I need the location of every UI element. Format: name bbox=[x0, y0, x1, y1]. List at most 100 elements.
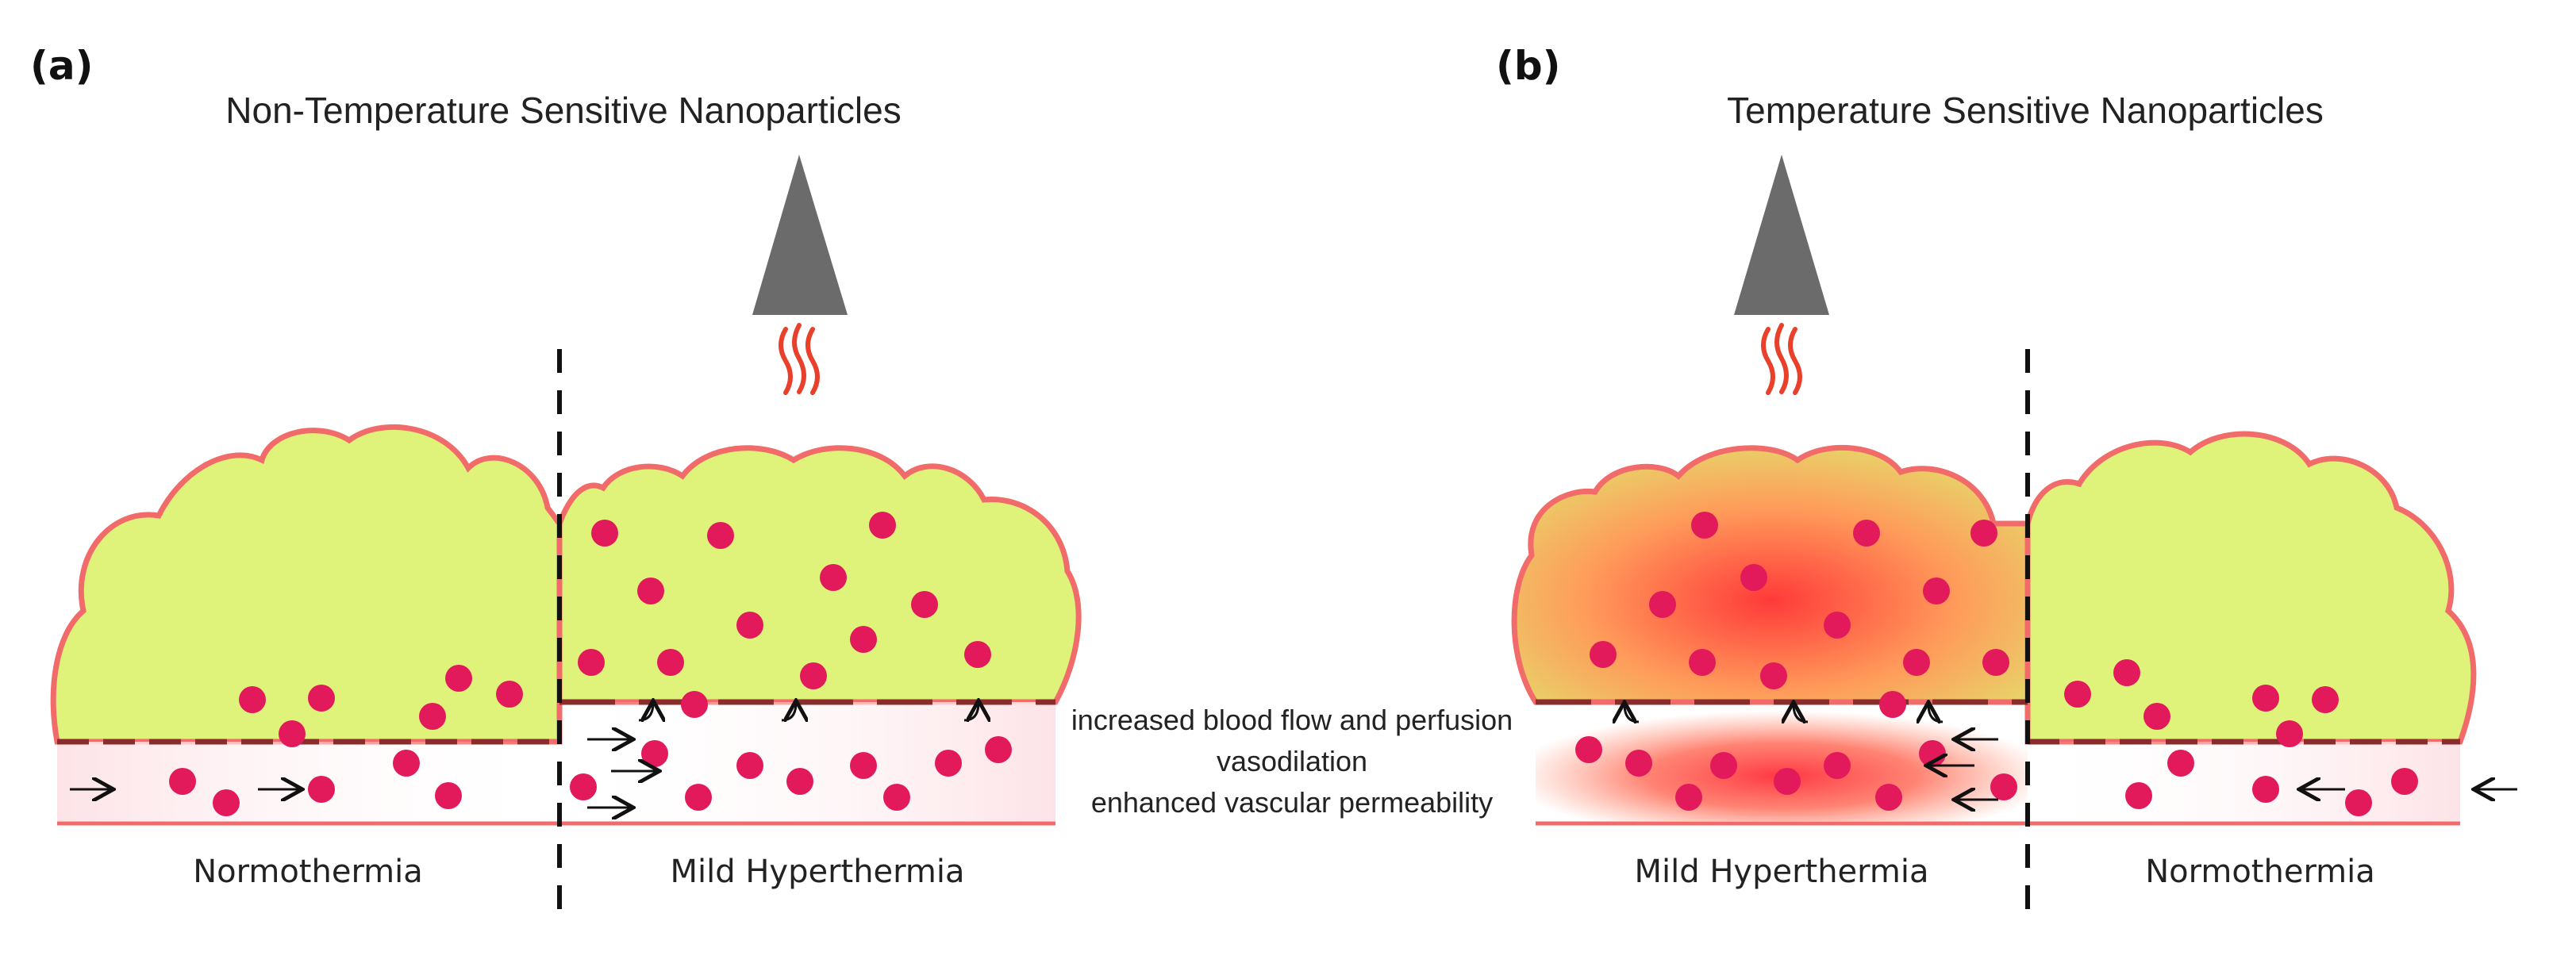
nanoparticle-icon bbox=[883, 784, 910, 811]
heat-glow-b bbox=[1536, 702, 2028, 821]
nanoparticle-icon bbox=[445, 665, 472, 692]
flow-arrow-icon bbox=[781, 703, 796, 720]
caption-permeability: enhanced vascular permeability bbox=[1091, 786, 1493, 819]
nanoparticles-b bbox=[1575, 512, 2418, 816]
caption-blood-flow: increased blood flow and perfusion bbox=[1071, 704, 1513, 736]
panel-a: (a) Non-Temperature Sensitive Nanopartic… bbox=[30, 43, 1082, 912]
nanoparticle-icon bbox=[213, 789, 240, 816]
nanoparticle-icon bbox=[869, 512, 896, 539]
panel-b-label: (b) bbox=[1496, 43, 1561, 89]
nanoparticle-icon bbox=[1853, 520, 1880, 547]
vessel-normothermia-a bbox=[57, 742, 559, 821]
panel-a-label: (a) bbox=[30, 43, 93, 89]
vessel-normothermia-b bbox=[2028, 742, 2460, 821]
region-hyperthermia-b: Mild Hyperthermia bbox=[1634, 854, 1928, 890]
nanoparticle-icon bbox=[435, 782, 462, 809]
nanoparticle-icon bbox=[820, 564, 847, 591]
flow-arrow-icon bbox=[963, 703, 978, 720]
nanoparticle-icon bbox=[2345, 789, 2372, 816]
nanoparticle-icon bbox=[1590, 641, 1617, 668]
nanoparticle-icon bbox=[419, 703, 446, 730]
nanoparticle-icon bbox=[1625, 750, 1652, 777]
panel-b: (b) Temperature Sensitive Nanoparticles bbox=[1496, 43, 2517, 912]
nanoparticle-icon bbox=[239, 686, 266, 713]
flow-arrow-icon bbox=[1928, 704, 1944, 722]
nanoparticle-icon bbox=[570, 773, 597, 800]
nanoparticle-icon bbox=[707, 522, 734, 549]
nanoparticle-icon bbox=[850, 752, 877, 779]
nanoparticle-icon bbox=[308, 776, 335, 803]
nanoparticle-icon bbox=[2252, 776, 2279, 803]
nanoparticle-icon bbox=[685, 784, 712, 811]
region-normothermia-b: Normothermia bbox=[2145, 854, 2375, 890]
panel-a-title: Non-Temperature Sensitive Nanoparticles bbox=[225, 90, 901, 131]
nanoparticle-icon bbox=[736, 752, 763, 779]
caption-vasodilation: vasodilation bbox=[1217, 745, 1367, 777]
nanoparticle-icon bbox=[1824, 752, 1851, 779]
center-captions: increased blood flow and perfusion vasod… bbox=[1071, 704, 1513, 819]
nanoparticle-icon bbox=[1710, 752, 1737, 779]
nanoparticle-icon bbox=[1982, 649, 2009, 676]
vessel-hyperthermia-a bbox=[559, 702, 1055, 821]
region-normothermia-a: Normothermia bbox=[193, 854, 423, 890]
region-hyperthermia-a: Mild Hyperthermia bbox=[670, 854, 964, 890]
flow-arrow-icon bbox=[1624, 704, 1640, 722]
nanoparticle-icon bbox=[1919, 740, 1946, 767]
tumor-hyperthermia-b bbox=[1511, 444, 2031, 705]
nanoparticle-icon bbox=[1774, 768, 1801, 795]
nanoparticle-icon bbox=[2113, 659, 2140, 686]
nanoparticle-icon bbox=[1691, 512, 1718, 539]
nanoparticle-icon bbox=[935, 750, 962, 777]
flow-arrows-b bbox=[1624, 704, 2517, 800]
nanoparticle-icon bbox=[1824, 612, 1851, 639]
heat-source-icon bbox=[752, 155, 848, 315]
nanoparticle-icon bbox=[2125, 782, 2152, 809]
tumor-normothermia-b bbox=[2024, 431, 2477, 745]
nanoparticle-icon bbox=[1903, 649, 1930, 676]
nanoparticle-icon bbox=[736, 612, 763, 639]
nanoparticle-icon bbox=[786, 768, 813, 795]
nanoparticle-icon bbox=[2252, 685, 2279, 712]
tumor-normothermia-a bbox=[50, 424, 563, 745]
nanoparticle-icon bbox=[1675, 784, 1702, 811]
heat-wave-icon bbox=[1761, 323, 1802, 395]
nanoparticle-icon bbox=[308, 685, 335, 712]
nanoparticle-icon bbox=[1990, 773, 2017, 800]
nanoparticle-icon bbox=[800, 662, 827, 689]
nanoparticle-icon bbox=[578, 649, 605, 676]
nanoparticle-icon bbox=[1689, 649, 1716, 676]
nanoparticle-icon bbox=[169, 768, 196, 795]
nanoparticle-icon bbox=[1575, 736, 1602, 763]
nanoparticle-icon bbox=[657, 649, 684, 676]
nanoparticle-icon bbox=[985, 736, 1012, 763]
tumor-hyperthermia-a bbox=[556, 445, 1082, 705]
flow-arrow-icon bbox=[638, 703, 653, 720]
nanoparticle-icon bbox=[2391, 768, 2418, 795]
nanoparticle-icon bbox=[964, 641, 991, 668]
nanoparticle-icon bbox=[1760, 662, 1787, 689]
nanoparticle-icon bbox=[2064, 681, 2091, 708]
flow-arrows-a bbox=[70, 703, 978, 808]
nanoparticle-icon bbox=[591, 520, 618, 547]
nanoparticle-icon bbox=[2143, 703, 2170, 730]
nanoparticle-icon bbox=[279, 720, 306, 747]
nanoparticle-icon bbox=[393, 750, 420, 777]
nanoparticle-icon bbox=[681, 691, 708, 718]
nanoparticle-icon bbox=[2312, 686, 2339, 713]
nanoparticle-icon bbox=[637, 578, 664, 604]
nanoparticle-icon bbox=[911, 591, 938, 618]
nanoparticle-icon bbox=[2276, 720, 2303, 747]
nanoparticle-icon bbox=[641, 740, 668, 767]
nanoparticle-icon bbox=[1923, 578, 1950, 604]
nanoparticle-icon bbox=[1740, 564, 1767, 591]
nanoparticle-icon bbox=[1649, 591, 1676, 618]
nanoparticle-icon bbox=[1970, 520, 1997, 547]
flow-arrow-icon bbox=[1794, 704, 1809, 722]
nanoparticle-icon bbox=[1879, 691, 1906, 718]
nanoparticle-icon bbox=[1875, 784, 1902, 811]
panel-b-title: Temperature Sensitive Nanoparticles bbox=[1727, 90, 2324, 131]
nanoparticle-icon bbox=[850, 626, 877, 653]
heat-source-icon bbox=[1734, 155, 1829, 315]
nanoparticle-icon bbox=[2167, 750, 2194, 777]
